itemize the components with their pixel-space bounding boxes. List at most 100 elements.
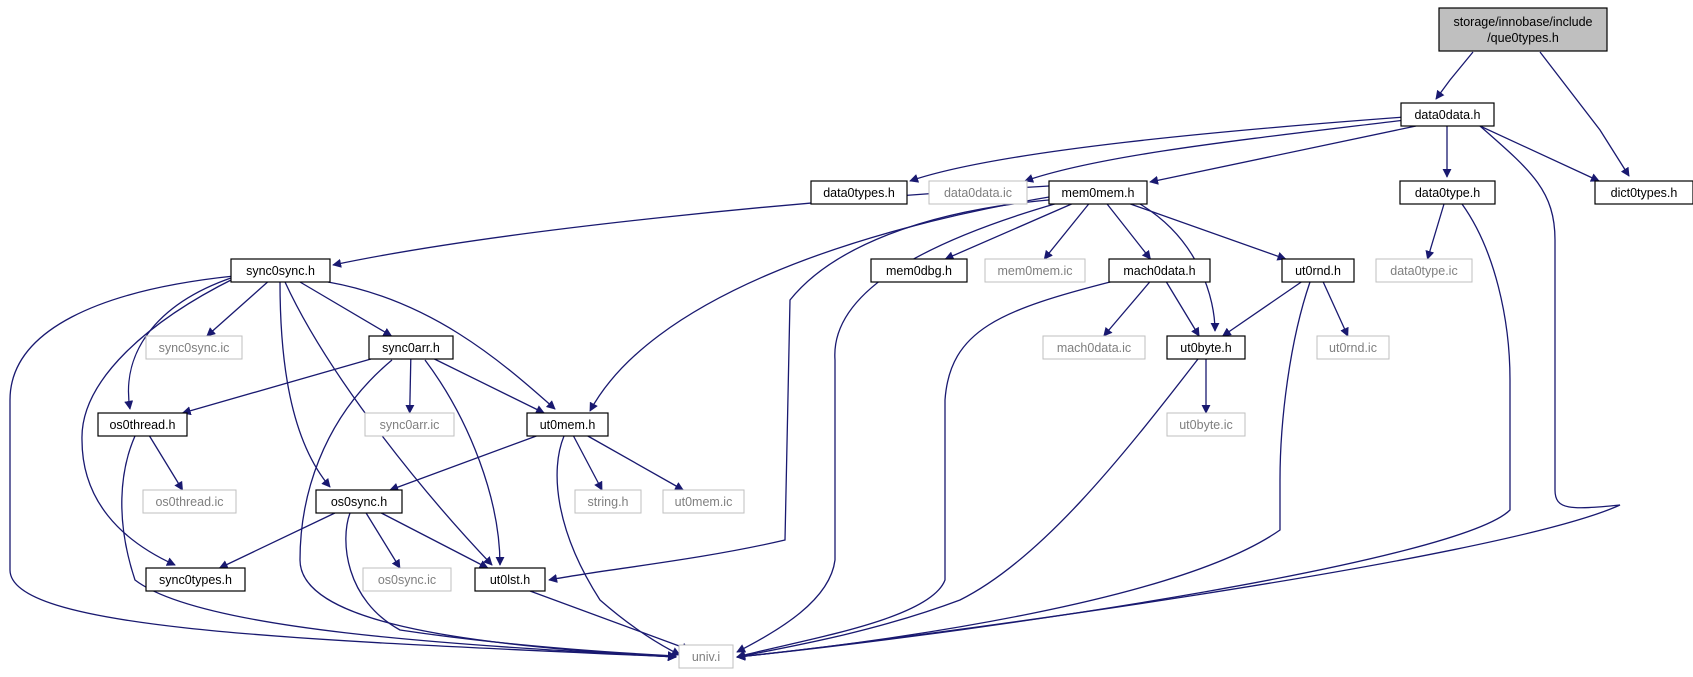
node-mem0mem-h[interactable]: mem0mem.h (1048, 180, 1148, 205)
node-data0data-ic: data0data.ic (928, 180, 1028, 205)
edge-os0thread-h-to-univ-i (121, 435, 677, 662)
node-sync0arr-h[interactable]: sync0arr.h (368, 335, 454, 360)
edge-os0sync-h-to-ut0lst-h (381, 512, 489, 569)
edge-mem0mem-h-to-mach0data-h (1106, 203, 1151, 260)
node-sync0types-h[interactable]: sync0types.h (145, 567, 246, 592)
node-label: data0type.ic (1390, 264, 1457, 278)
node-label: ut0byte.h (1180, 341, 1231, 355)
node-sync0sync-ic: sync0sync.ic (145, 335, 243, 360)
node-box (145, 567, 246, 592)
edge-os0sync-h-to-univ-i (345, 512, 677, 661)
edge-ut0mem-h-to-os0sync-h (389, 435, 537, 492)
node-label: os0thread.ic (155, 495, 223, 509)
node-label: mach0data.h (1123, 264, 1195, 278)
node-box (1166, 335, 1246, 360)
node-label: data0type.h (1415, 186, 1480, 200)
node-box (97, 412, 188, 437)
nodes-layer: storage/innobase/include/que0types.h data… (97, 7, 1693, 669)
node-box (1166, 412, 1246, 437)
node-mach0data-ic: mach0data.ic (1042, 335, 1146, 360)
node-label: ut0rnd.h (1295, 264, 1341, 278)
node-que0types: storage/innobase/include/que0types.h (1438, 7, 1608, 52)
node-os0thread-h[interactable]: os0thread.h (97, 412, 188, 437)
node-ut0byte-ic: ut0byte.ic (1166, 412, 1246, 437)
edge-ut0rnd-h-to-univ-i (736, 281, 1311, 661)
node-ut0mem-ic: ut0mem.ic (662, 489, 745, 514)
node-label: ut0rnd.ic (1329, 341, 1377, 355)
node-box (142, 489, 237, 514)
edge-data0data-h-to-data0types-h (909, 116, 1406, 183)
edge-ut0rnd-h-to-ut0rnd-ic (1322, 281, 1349, 337)
edge-data0data-h-to-dict0types-h (1479, 125, 1600, 182)
edge-mem0mem-h-to-ut0rnd-h (1130, 203, 1287, 261)
node-label: univ.i (692, 650, 720, 664)
node-os0sync-h[interactable]: os0sync.h (315, 489, 403, 514)
edge-data0data-h-to-mem0mem-h (1149, 125, 1417, 185)
edge-mem0mem-h-to-mem0mem-ic (1043, 203, 1090, 260)
node-label: ut0lst.h (490, 573, 530, 587)
edge-ut0lst-h-to-univ-i (529, 590, 691, 652)
node-ut0mem-h[interactable]: ut0mem.h (526, 412, 609, 437)
node-box (1316, 335, 1390, 360)
node-box (368, 335, 454, 360)
node-label: /que0types.h (1487, 31, 1559, 45)
node-box (364, 412, 455, 437)
edge-mach0data-h-to-ut0byte-h (1165, 281, 1200, 337)
node-string-h: string.h (574, 489, 642, 514)
node-univ-i: univ.i (678, 644, 734, 669)
node-box (870, 258, 968, 283)
node-box (928, 180, 1028, 205)
node-label: ut0byte.ic (1179, 418, 1233, 432)
node-label: os0thread.h (109, 418, 175, 432)
node-label: ut0mem.h (540, 418, 596, 432)
node-label: string.h (588, 495, 629, 509)
node-box (230, 258, 331, 283)
node-data0data-h[interactable]: data0data.h (1400, 102, 1495, 127)
node-box (1281, 258, 1355, 283)
edge-sync0sync-h-to-os0sync-h (279, 281, 331, 488)
node-label: sync0arr.h (382, 341, 440, 355)
edge-que0types-to-dict0types-h (1539, 51, 1630, 177)
node-label: mach0data.ic (1057, 341, 1131, 355)
edge-que0types-to-data0data-h (1435, 51, 1474, 100)
node-data0types-h[interactable]: data0types.h (810, 180, 908, 205)
node-box (1375, 258, 1473, 283)
node-label: sync0sync.ic (159, 341, 230, 355)
edge-sync0arr-h-to-ut0mem-h (434, 358, 545, 414)
node-ut0byte-h[interactable]: ut0byte.h (1166, 335, 1246, 360)
node-box (1594, 180, 1693, 205)
node-label: os0sync.h (331, 495, 387, 509)
edge-data0type-h-to-data0type-ic (1425, 203, 1445, 260)
edge-data0data-h-to-univ-i (736, 125, 1621, 661)
node-mach0data-h[interactable]: mach0data.h (1108, 258, 1211, 283)
node-box (1438, 7, 1608, 52)
node-dict0types-h[interactable]: dict0types.h (1594, 180, 1693, 205)
node-box (1108, 258, 1211, 283)
node-data0type-ic: data0type.ic (1375, 258, 1473, 283)
node-box (315, 489, 403, 514)
edge-sync0arr-h-to-ut0lst-h (424, 359, 505, 566)
node-box (810, 180, 908, 205)
edge-sync0arr-h-to-os0thread-h (181, 358, 372, 416)
node-sync0sync-h[interactable]: sync0sync.h (230, 258, 331, 283)
node-mem0mem-ic: mem0mem.ic (984, 258, 1086, 283)
node-label: storage/innobase/include (1454, 15, 1593, 29)
edge-ut0mem-h-to-ut0mem-ic (587, 435, 684, 491)
node-os0sync-ic: os0sync.ic (362, 567, 452, 592)
node-box (984, 258, 1086, 283)
edge-mem0mem-h-to-mem0dbg-h (944, 203, 1072, 260)
node-ut0rnd-h[interactable]: ut0rnd.h (1281, 258, 1355, 283)
node-label: mem0dbg.h (886, 264, 952, 278)
edge-sync0arr-h-to-sync0arr-ic (405, 358, 415, 414)
node-ut0lst-h[interactable]: ut0lst.h (474, 567, 546, 592)
edge-os0sync-h-to-sync0types-h (218, 512, 336, 569)
node-data0type-h[interactable]: data0type.h (1399, 180, 1496, 205)
node-box (662, 489, 745, 514)
node-box (145, 335, 243, 360)
node-mem0dbg-h[interactable]: mem0dbg.h (870, 258, 968, 283)
edge-os0thread-h-to-os0thread-ic (148, 435, 184, 491)
edge-data0type-h-to-univ-i (736, 203, 1511, 661)
edge-sync0sync-h-to-ut0mem-h (327, 281, 556, 410)
edge-os0sync-h-to-os0sync-ic (365, 512, 401, 569)
edge-mach0data-h-to-mach0data-ic (1103, 281, 1151, 337)
